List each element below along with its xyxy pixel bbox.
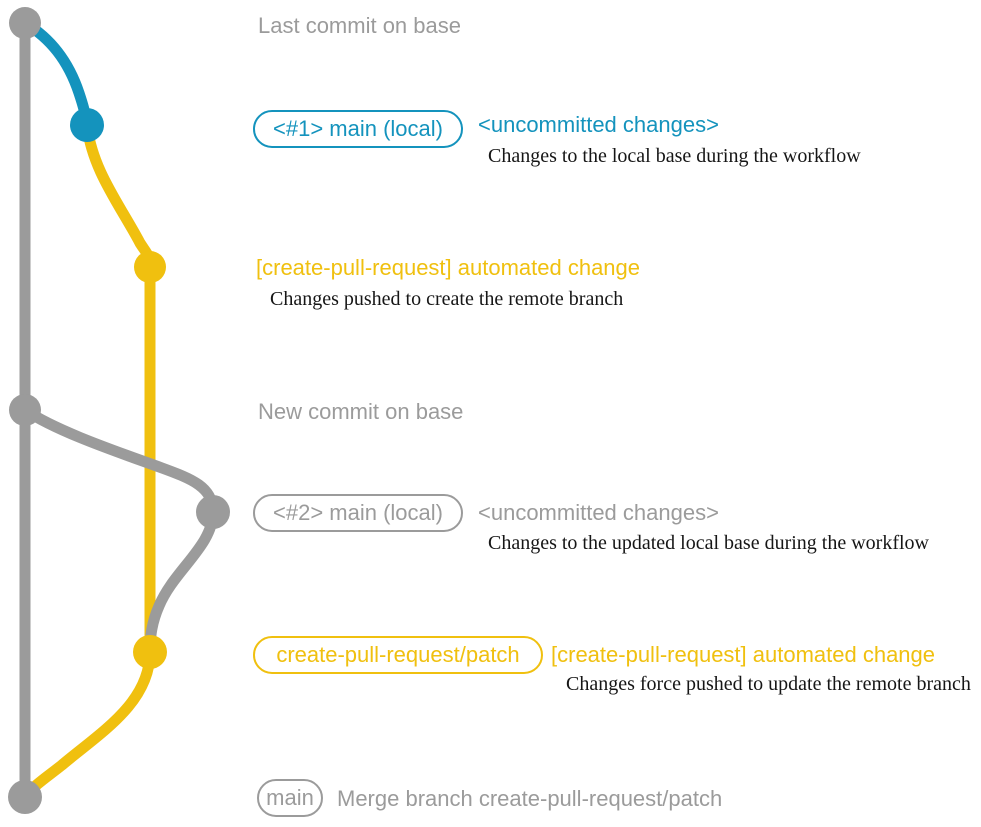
commit-node-automated-change-1 bbox=[134, 251, 166, 283]
commit-node-automated-change-2 bbox=[133, 635, 167, 669]
commit-node-last-commit-on-base bbox=[9, 7, 41, 39]
local-main-branch-line bbox=[19, 17, 93, 131]
commit-title-automated-change-1: [create-pull-request] automated change bbox=[256, 255, 641, 280]
commit-node-merge-commit bbox=[8, 780, 42, 814]
commit-node-uncommitted-changes-1 bbox=[70, 108, 104, 142]
branch-badge-main-local-2: <#2> main (local) bbox=[253, 494, 463, 532]
branch-badge-main: main bbox=[257, 779, 323, 817]
commit-desc-automated-change-2: Changes force pushed to update the remot… bbox=[566, 673, 971, 695]
commit-title-uncommitted-changes-2: <uncommitted changes> bbox=[478, 500, 719, 525]
commit-graph bbox=[8, 7, 230, 814]
commit-desc-uncommitted-changes-2: Changes to the updated local base during… bbox=[488, 532, 929, 554]
commit-desc-automated-change-1: Changes pushed to create the remote bran… bbox=[270, 288, 624, 310]
note-last-commit-on-base: Last commit on base bbox=[258, 13, 461, 38]
branch-badge-patch: create-pull-request/patch bbox=[253, 636, 543, 674]
commit-desc-uncommitted-changes-1: Changes to the local base during the wor… bbox=[488, 145, 861, 167]
note-new-commit-on-base: New commit on base bbox=[258, 399, 464, 424]
commit-node-uncommitted-changes-2 bbox=[196, 495, 230, 529]
branch-badge-main-local-1: <#1> main (local) bbox=[253, 110, 463, 148]
commit-title-merge-commit: Merge branch create-pull-request/patch bbox=[337, 786, 723, 811]
updated-local-main-branch-line bbox=[19, 404, 219, 658]
commit-node-new-commit-on-base bbox=[9, 394, 41, 426]
commit-title-uncommitted-changes-1: <uncommitted changes> bbox=[478, 112, 719, 137]
commit-title-automated-change-2: [create-pull-request] automated change bbox=[551, 642, 936, 667]
